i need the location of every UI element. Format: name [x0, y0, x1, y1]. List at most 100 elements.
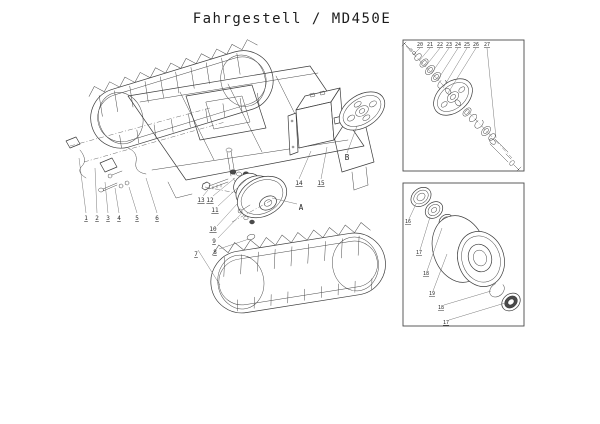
ring	[462, 107, 472, 117]
ring	[469, 114, 477, 122]
leader-lines	[78, 125, 358, 286]
frame-center-bolt-head	[225, 147, 233, 153]
detail-panel-sprocket-axle: 20 21 22 23 24 25 26 27	[401, 39, 525, 172]
sprocket-hole	[369, 100, 377, 108]
part-label-2: 2	[95, 215, 99, 222]
leader-line	[197, 249, 221, 286]
part-label-3: 3	[106, 215, 110, 222]
axle-shaft	[489, 138, 522, 172]
road-wheel	[431, 215, 505, 287]
leader-line	[419, 216, 431, 251]
upper-track-right-end	[220, 54, 266, 107]
bearing-inner	[416, 192, 426, 202]
part-label-5: 5	[135, 215, 139, 222]
spring-wire-part	[79, 149, 87, 179]
chassis-frame	[127, 65, 375, 199]
frame-outer-rail	[127, 65, 365, 181]
washer-small	[409, 48, 413, 52]
detail-sprocket-hub	[446, 91, 460, 103]
leader-line	[426, 227, 443, 272]
lower-track-bottom-marks	[237, 278, 373, 312]
bearing-2	[424, 201, 444, 219]
bolt-small	[401, 41, 411, 50]
ring	[431, 72, 441, 82]
detail-label-25: 25	[464, 42, 470, 48]
lower-track	[210, 222, 386, 314]
upper-track-inner	[97, 56, 267, 143]
flange-hole	[290, 119, 294, 123]
detail-label-19: 19	[429, 291, 435, 297]
ring	[414, 53, 422, 61]
detail-label-20: 20	[417, 42, 423, 48]
idler-wheel	[231, 172, 287, 225]
leader-line	[430, 47, 450, 75]
sprocket-hole	[353, 101, 362, 108]
leader-line	[217, 179, 247, 207]
leader-line	[218, 238, 250, 250]
detail-top-leaders	[412, 47, 497, 139]
leader-line	[202, 189, 209, 197]
leader-line	[216, 203, 238, 227]
detail-bottom-labels: 16 17 18 19 18 17	[405, 219, 449, 326]
leader-line	[447, 47, 477, 94]
washer	[236, 171, 242, 177]
bearing-race	[427, 204, 441, 216]
leader-line	[271, 197, 298, 205]
washer-stack-lower	[462, 107, 496, 141]
circlip	[474, 119, 484, 129]
lower-track-cleat-marks	[223, 235, 360, 277]
leader-line	[217, 211, 244, 239]
detail-label-17b: 17	[443, 320, 449, 326]
bolt-small	[513, 164, 522, 172]
hex-bolt-head	[201, 181, 211, 191]
leader-line	[418, 47, 431, 62]
ring	[425, 65, 435, 75]
part-label-15: 15	[317, 180, 325, 187]
detail-label-18: 18	[423, 271, 429, 277]
detail-sprocket-hole	[440, 101, 448, 108]
leader-line	[298, 150, 312, 180]
part-label-10: 10	[209, 226, 217, 233]
bearing-inner	[507, 298, 515, 306]
cable-part	[127, 147, 147, 175]
nut	[249, 219, 255, 225]
part-labels: 1 2 3 4 5 6 7 8 9 10 11 12 13 14 15 A B	[84, 153, 350, 258]
wheel-rim-inner	[461, 235, 501, 283]
frame-bracket-flange	[351, 166, 369, 191]
wheel-axis-dashed	[231, 199, 273, 223]
detail-sprocket-hole	[454, 99, 461, 107]
bearing-race	[413, 189, 429, 205]
detail-label-27: 27	[484, 42, 490, 48]
leader-line	[145, 177, 158, 214]
washer	[243, 215, 249, 221]
stud-shaft	[111, 170, 123, 176]
leader-line	[448, 302, 506, 321]
stud	[237, 208, 243, 214]
part-label-4: 4	[117, 215, 121, 222]
lower-track-outline	[210, 232, 386, 314]
upper-track-cleat-teeth	[88, 39, 258, 97]
part-label-8: 8	[213, 249, 217, 256]
sprocket-hole	[362, 114, 371, 121]
ring	[419, 58, 429, 68]
part-label-6: 6	[155, 215, 159, 222]
page-title: Fahrgestell / MD450E	[192, 11, 392, 27]
detail-label-26: 26	[473, 42, 479, 48]
washer-small	[509, 160, 515, 166]
assembly-axis-dashed	[83, 121, 226, 163]
part-label-13: 13	[197, 197, 205, 204]
detail-label-24: 24	[455, 42, 461, 48]
flange-hole	[291, 145, 295, 149]
detail-bottom-leaders	[408, 203, 506, 321]
bearing-3	[501, 292, 521, 312]
upper-track-outline	[90, 50, 274, 149]
washer-small	[412, 51, 416, 55]
leader-line	[486, 47, 497, 139]
detail-sprocket-bore	[450, 94, 456, 100]
gearbox	[287, 87, 357, 156]
ring	[488, 133, 496, 141]
frame-mount-plate	[185, 84, 267, 141]
idler-bore	[263, 199, 273, 207]
part-label-A: A	[299, 203, 304, 212]
frame-left-foot	[167, 181, 193, 199]
